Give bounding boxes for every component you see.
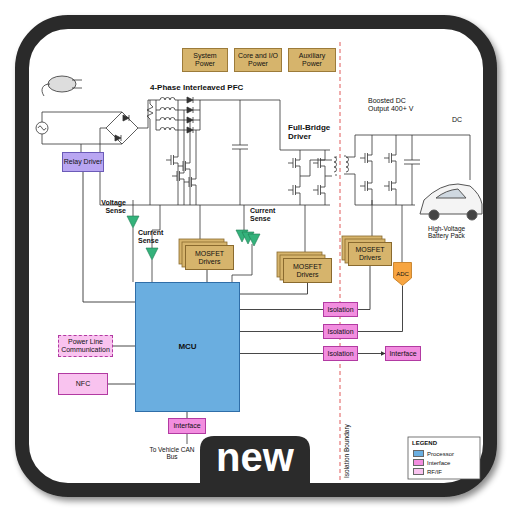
node-text: MCU (178, 343, 196, 352)
legend-entry: RF/IF (413, 468, 442, 475)
driver-box: MOSFET Drivers (348, 242, 392, 266)
driver-box: MOSFET Drivers (283, 258, 332, 283)
node-text: Relay Driver (64, 158, 103, 166)
isolation-box: Isolation (323, 302, 358, 317)
sense-amplifier (248, 234, 260, 246)
label-text: DC (452, 116, 472, 124)
driver-box: MOSFET Drivers (185, 245, 234, 270)
isolation-box: Isolation (323, 346, 358, 361)
signal-line (358, 266, 370, 310)
signal-line (358, 286, 403, 332)
signal-line (240, 283, 308, 294)
rf-box: NFC (58, 373, 108, 395)
label-text: Boosted DC Output 400+ V (368, 97, 420, 112)
isolation-boundary (340, 42, 341, 482)
signal-line (240, 353, 323, 354)
icon-frame (22, 22, 490, 490)
node-text: Isolation (327, 306, 353, 314)
processor-box: MCU (135, 282, 240, 412)
leader-line (187, 434, 188, 444)
signal-line (240, 331, 323, 332)
signal-line (83, 172, 135, 302)
adc-box: ADC (393, 262, 412, 286)
label-text: Current Sense (138, 229, 174, 244)
new-badge (200, 436, 310, 496)
node-text: MOSFET Drivers (186, 250, 233, 265)
legend-swatch (413, 468, 424, 475)
node-text: NFC (76, 380, 90, 388)
power-box: System Power (182, 48, 228, 72)
isolation-box: Isolation (323, 324, 358, 339)
node-text: MOSFET Drivers (349, 246, 391, 261)
sense-amplifier (127, 216, 139, 228)
node-text: ADC (396, 271, 409, 278)
label-text: 4-Phase Interleaved PFC (150, 84, 250, 93)
legend-entry: Processor (413, 450, 454, 457)
label-text: LEGEND (412, 440, 452, 447)
node-text: Core and I/O Power (235, 52, 281, 67)
legend-box (408, 437, 480, 479)
node-text: Power Line Communication (59, 338, 112, 353)
label-text: Full-Bridge Driver (288, 124, 336, 142)
signal-line (358, 353, 385, 354)
interface-box: Power Line Communication (58, 335, 113, 357)
node-text: Isolation (327, 350, 353, 358)
legend-swatch (413, 450, 424, 457)
power-box: Auxiliary Power (288, 48, 336, 72)
legend-text: Processor (427, 451, 454, 457)
node-text: System Power (183, 52, 227, 67)
signal-line (240, 309, 323, 310)
car-illustration (420, 184, 482, 220)
label-text: To Vehicle CAN Bus (146, 446, 198, 460)
node-text: Interface (389, 350, 416, 358)
label-text: new (205, 436, 305, 478)
legend-text: RF/IF (427, 469, 442, 475)
label-text: Current Sense (250, 207, 286, 222)
signal-line (108, 384, 135, 385)
legend-entry: Interface (413, 459, 450, 466)
interface-box: Interface (168, 418, 206, 434)
driver-box: Relay Driver (62, 152, 104, 172)
node-text: Auxiliary Power (289, 52, 335, 67)
sense-amplifier (146, 248, 158, 260)
signal-line (113, 346, 135, 347)
node-text: Isolation (327, 328, 353, 336)
label-text: Voltage Sense (86, 199, 126, 214)
label-text: Isolation Boundary (343, 392, 350, 478)
label-text: High-Voltage Battery Pack (428, 225, 484, 239)
node-text: Interface (173, 422, 200, 430)
power-box: Core and I/O Power (234, 48, 282, 72)
node-text: MOSFET Drivers (284, 263, 331, 278)
power-circuit (36, 76, 470, 282)
interface-box: Interface (385, 346, 421, 361)
legend-swatch (413, 459, 424, 466)
legend-text: Interface (427, 460, 450, 466)
signal-line (207, 270, 208, 282)
